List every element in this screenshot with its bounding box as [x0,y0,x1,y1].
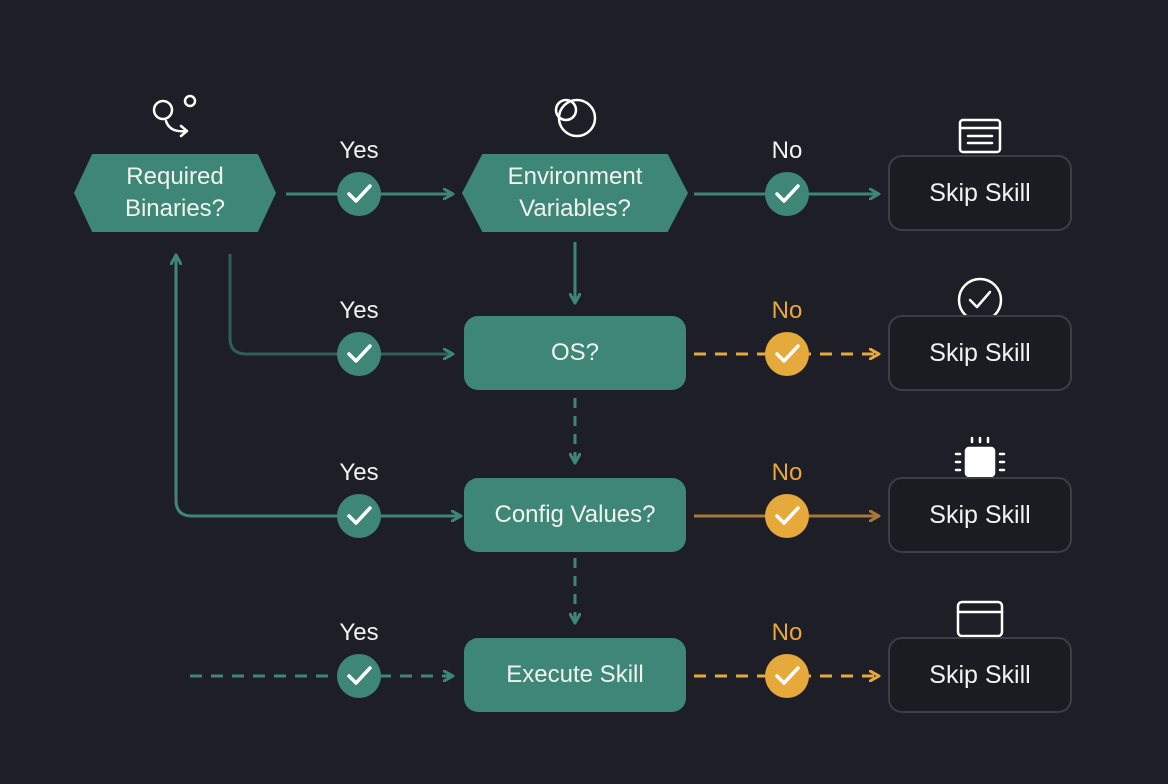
check-badge-teal-1 [337,172,381,216]
node-os: OS? [464,316,686,390]
check-badge-orange-2 [765,494,809,538]
node-config-values: Config Values? [464,478,686,552]
node-execute-skill: Execute Skill [464,638,686,712]
circles-overlap-icon [554,98,597,138]
check-badge-teal-4 [337,494,381,538]
skip-skill-3: Skip Skill [888,477,1072,553]
check-badge-teal-2 [765,172,809,216]
monitor-list-icon [958,118,1002,160]
label-yes-4: Yes [339,619,379,646]
edge-config-binaries [176,256,452,518]
label-yes-2: Yes [339,297,379,324]
node-required-binaries: Required Binaries? [74,154,276,232]
skip-skill-1: Skip Skill [888,155,1072,231]
nodes-branch-icon [152,94,197,138]
check-badge-orange-1 [765,332,809,376]
label-yes-3: Yes [339,459,379,486]
check-badge-teal-5 [337,654,381,698]
skip-skill-2: Skip Skill [888,315,1072,391]
skip-skill-4: Skip Skill [888,637,1072,713]
chip-icon [954,436,1006,488]
check-badge-teal-3 [337,332,381,376]
label-no-2: No [771,297,803,324]
label-no-3: No [771,459,803,486]
label-no-4: No [771,619,803,646]
window-icon [956,600,1004,638]
label-no-1: No [771,137,803,164]
node-environment-variables: Environment Variables? [462,154,688,232]
edge-binaries-os [228,254,452,354]
check-badge-orange-3 [765,654,809,698]
label-yes-1: Yes [339,137,379,164]
